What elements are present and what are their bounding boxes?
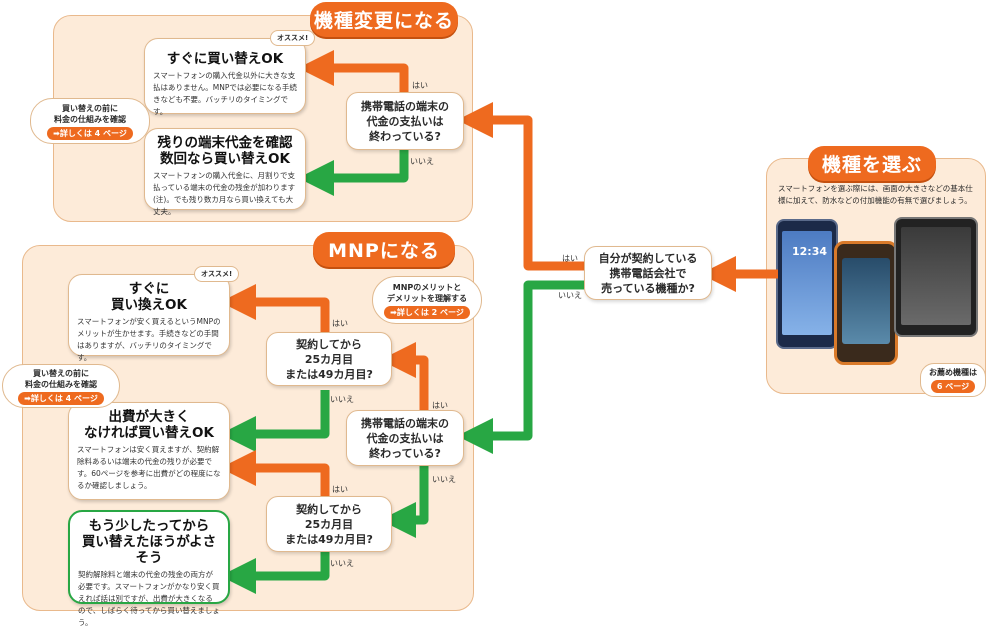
main-question: 自分が契約している 携帯電話会社で 売っている機種か?: [584, 246, 712, 300]
arrow-change-yes: [316, 68, 404, 92]
arrow-change-no: [316, 150, 404, 178]
mnp-result-c-title-1: もう少したってから: [78, 518, 220, 534]
change-result-a-badge: オススメ!: [270, 30, 315, 46]
mnp-result-a-body: スマートフォンが安く買えるというMNPのメリットが生かせます。手続きなどの手間は…: [77, 316, 221, 364]
contract-question-1: 契約してから 25カ月目 または49カ月目?: [266, 332, 392, 386]
change-result-b: 残りの端末代金を確認 数回なら買い替えOK スマートフォンの購入代金に、月割りで…: [144, 128, 306, 210]
mnp-tip-bubble-right: MNPのメリットと デメリットを理解する ➡詳しくは 2 ページ: [372, 276, 482, 324]
mnp-result-c-body: 契約解除料と端末の代金の残金の両方が必要です。スマートフォンがかなり安く買えれば…: [78, 569, 220, 629]
change-result-a-body: スマートフォンの購入代金以外に大きな支払はありません。MNPでは必要になる手続き…: [153, 70, 297, 118]
mnp-result-c-title-2: 買い替えたほうがよさそう: [78, 534, 220, 566]
change-result-b-body: スマートフォンの購入代金に、月割りで支払っている端末の代金の残金が加わります(注…: [153, 170, 297, 218]
mnp-tip-left-link[interactable]: ➡詳しくは 4 ページ: [18, 392, 104, 405]
arrow-main-yes: [475, 120, 584, 266]
mnp-result-b-body: スマートフォンは安く買えますが、契約解除料あるいは端末の代金の残りが必要です。6…: [77, 444, 221, 492]
arrow-c1-yes: [238, 302, 325, 332]
contract2-yes-label: はい: [332, 484, 348, 495]
change-no-label: いいえ: [410, 156, 434, 167]
arrow-mnp-no: [398, 465, 424, 520]
arrow-c2-yes: [238, 468, 325, 496]
contract1-no-label: いいえ: [330, 394, 354, 405]
mnp-yes-label: はい: [432, 400, 448, 411]
mnp-result-c: もう少したってから 買い替えたほうがよさそう 契約解除料と端末の代金の残金の両方…: [68, 510, 230, 604]
mnp-result-b-title-1: 出費が大きく: [77, 409, 221, 425]
change-result-a-title: すぐに買い替えOK: [153, 51, 297, 67]
change-result-b-title-2: 数回なら買い替えOK: [153, 151, 297, 167]
mnp-tip-right-link[interactable]: ➡詳しくは 2 ページ: [384, 306, 470, 319]
change-result-b-title-1: 残りの端末代金を確認: [153, 135, 297, 151]
arrow-c1-no: [238, 390, 325, 434]
change-tip-link[interactable]: ➡詳しくは 4 ページ: [47, 127, 133, 140]
main-no-label: いいえ: [558, 290, 582, 301]
mnp-result-a-title-2: 買い換えOK: [77, 297, 221, 313]
mnp-result-b: 出費が大きく なければ買い替えOK スマートフォンは安く買えますが、契約解除料あ…: [68, 402, 230, 500]
change-yes-label: はい: [412, 80, 428, 91]
arrow-main-no: [475, 285, 584, 436]
change-result-a: すぐに買い替えOK スマートフォンの購入代金以外に大きな支払はありません。MNP…: [144, 38, 306, 114]
arrow-c2-no: [238, 552, 325, 576]
mnp-result-a-badge: オススメ!: [194, 266, 239, 282]
mnp-result-a: すぐに 買い換えOK スマートフォンが安く買えるというMNPのメリットが生かせま…: [68, 274, 230, 356]
main-yes-label: はい: [562, 253, 578, 264]
mnp-no-label: いいえ: [432, 474, 456, 485]
contract-question-2: 契約してから 25カ月目 または49カ月目?: [266, 496, 392, 552]
mnp-question: 携帯電話の端末の 代金の支払いは 終わっている?: [346, 410, 464, 466]
mnp-tip-bubble-left: 買い替えの前に 料金の仕組みを確認 ➡詳しくは 4 ページ: [2, 364, 120, 408]
change-question: 携帯電話の端末の 代金の支払いは 終わっている?: [346, 92, 464, 150]
mnp-result-a-title-1: すぐに: [77, 281, 221, 297]
contract1-yes-label: はい: [332, 318, 348, 329]
change-tip-bubble: 買い替えの前に 料金の仕組みを確認 ➡詳しくは 4 ページ: [30, 98, 150, 144]
contract2-no-label: いいえ: [330, 558, 354, 569]
arrow-mnp-yes: [398, 360, 424, 410]
mnp-result-b-title-2: なければ買い替えOK: [77, 425, 221, 441]
